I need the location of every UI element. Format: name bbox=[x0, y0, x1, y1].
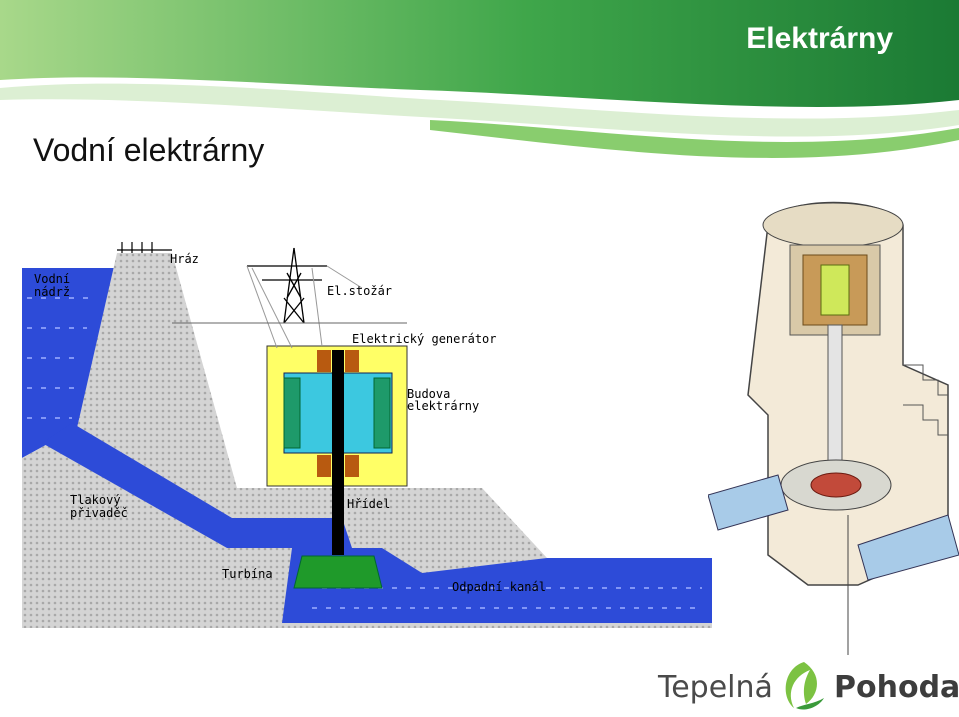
header-title: Elektrárny bbox=[746, 22, 893, 55]
top-ring bbox=[762, 202, 904, 248]
header-banner bbox=[0, 0, 959, 158]
tailrace-channel bbox=[282, 548, 712, 623]
bearing-top-right bbox=[345, 350, 359, 372]
label-pylon: El.stožár bbox=[327, 284, 392, 298]
power-lines bbox=[246, 265, 363, 349]
label-penstock-1: Tlakový bbox=[70, 493, 121, 507]
shaft bbox=[332, 350, 344, 555]
logo-text-pohoda: Pohoda bbox=[834, 670, 959, 705]
bearing-bottom-left bbox=[317, 455, 331, 477]
label-building-2: elektrárny bbox=[407, 399, 479, 413]
generator-coils bbox=[283, 377, 391, 449]
logo-text-tepelna: Tepelná bbox=[658, 670, 773, 705]
leaf-logo-icon bbox=[785, 662, 824, 710]
label-reservoir-2: nádrž bbox=[34, 285, 70, 299]
generator-rotor bbox=[820, 264, 850, 316]
inlet-pipe bbox=[708, 474, 789, 531]
label-reservoir-1: Vodní bbox=[34, 272, 70, 286]
reservoir bbox=[22, 268, 117, 458]
hydro-plant-diagram: Vodní nádrž Hráz El.stožár Elektrický ge… bbox=[22, 242, 712, 628]
penstock bbox=[42, 423, 352, 548]
company-logo: Tepelná Pohoda bbox=[658, 658, 959, 714]
pylon bbox=[247, 247, 327, 324]
dam-railing bbox=[117, 242, 172, 253]
label-penstock-2: přivaděč bbox=[70, 506, 128, 520]
dam-body bbox=[22, 253, 712, 628]
stairs bbox=[903, 364, 948, 436]
slide-title: Vodní elektrárny bbox=[33, 132, 265, 168]
outlet-pipe bbox=[857, 514, 959, 581]
turbine-cutaway-illustration bbox=[708, 201, 959, 655]
bearing-bottom-right bbox=[345, 455, 359, 477]
label-shaft: Hřídel bbox=[347, 497, 390, 511]
label-building-1: Budova bbox=[407, 387, 450, 401]
water-texture bbox=[27, 297, 702, 609]
label-tailrace: Odpadní kanál bbox=[452, 580, 546, 594]
runner bbox=[810, 472, 862, 498]
label-dam: Hráz bbox=[170, 252, 199, 266]
label-turbine: Turbína bbox=[222, 567, 273, 581]
turbine bbox=[293, 555, 383, 589]
label-generator: Elektrický generátor bbox=[352, 332, 497, 346]
bearing-top-left bbox=[317, 350, 331, 372]
